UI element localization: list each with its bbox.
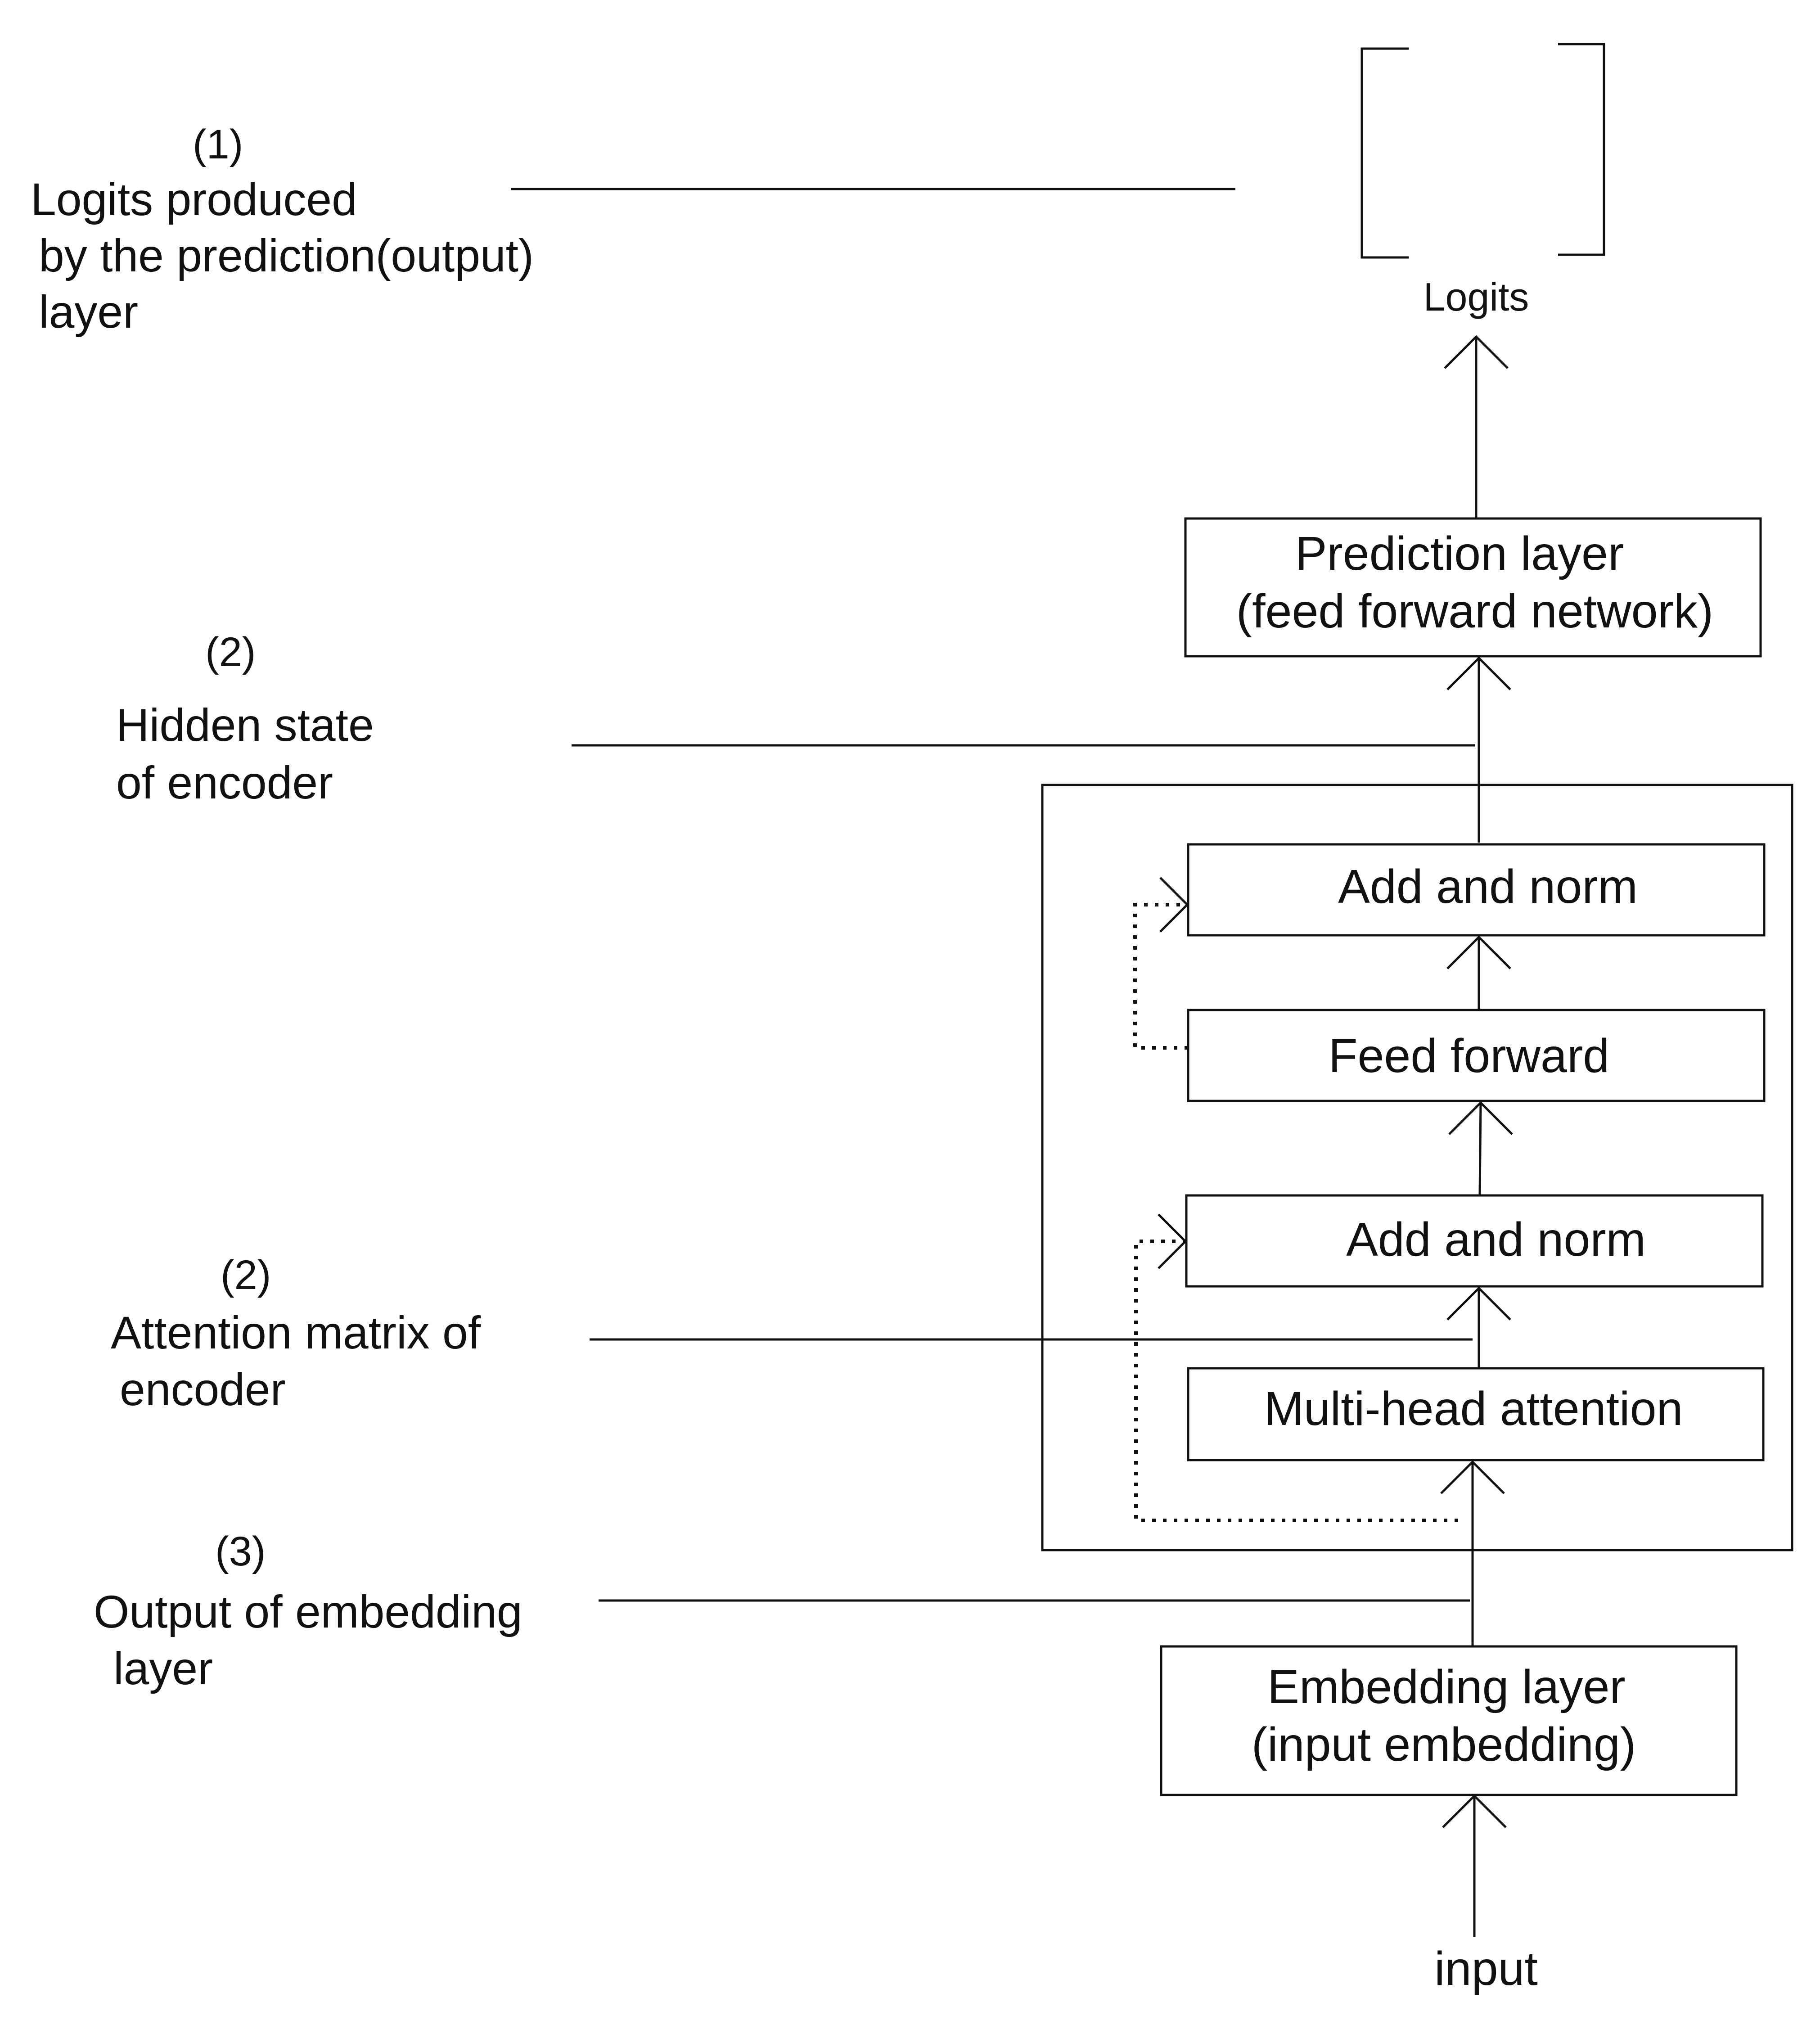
residual-connection-bottom bbox=[1134, 1213, 1458, 1522]
annotation-hidden-state-number: (2) bbox=[205, 629, 256, 675]
annotation-logits-line-2: by the prediction(output) bbox=[39, 230, 534, 281]
annotation-attention: (2) Attention matrix of encoder bbox=[111, 1252, 1473, 1415]
feed-forward-box: Feed forward bbox=[1187, 1009, 1766, 1102]
annotation-attention-number: (2) bbox=[221, 1252, 271, 1298]
embedding-layer-box: Embedding layer (input embedding) bbox=[1160, 1645, 1738, 1796]
annotation-attention-line-1: Attention matrix of bbox=[111, 1307, 481, 1358]
arrow-ff-to-addnorm-top bbox=[1446, 935, 1511, 1010]
annotation-hidden-state-line-2: of encoder bbox=[116, 757, 333, 808]
add-norm-top-box: Add and norm bbox=[1187, 843, 1766, 937]
arrow-input-to-embedding bbox=[1442, 1794, 1507, 1937]
add-norm-bottom-label: Add and norm bbox=[1346, 1213, 1646, 1266]
annotation-logits: (1) Logits produced by the prediction(ou… bbox=[31, 122, 1235, 338]
annotation-embedding-output: (3) Output of embedding layer bbox=[94, 1529, 1470, 1694]
prediction-layer-box: Prediction layer (feed forward network) bbox=[1184, 517, 1762, 658]
add-norm-top-label: Add and norm bbox=[1338, 860, 1638, 913]
embedding-layer-subtitle: (input embedding) bbox=[1252, 1718, 1636, 1771]
annotation-logits-line-3: layer bbox=[39, 286, 138, 338]
encoder-block bbox=[1041, 784, 1793, 1551]
prediction-layer-subtitle: (feed forward network) bbox=[1236, 585, 1713, 638]
annotation-attention-line-2: encoder bbox=[120, 1364, 286, 1415]
logits-bracket-left bbox=[1360, 47, 1409, 259]
prediction-layer-title: Prediction layer bbox=[1295, 527, 1624, 580]
residual-connection-top bbox=[1133, 877, 1189, 1050]
annotation-embedding-output-number: (3) bbox=[215, 1529, 266, 1574]
annotation-logits-number: (1) bbox=[193, 122, 243, 167]
input-label: input bbox=[1434, 1942, 1538, 1995]
annotation-hidden-state: (2) Hidden state of encoder bbox=[116, 629, 1475, 808]
arrow-addnorm-bottom-to-ff bbox=[1448, 1101, 1513, 1196]
annotation-logits-line-1: Logits produced bbox=[31, 174, 357, 225]
add-norm-bottom-box: Add and norm bbox=[1185, 1194, 1764, 1288]
logits-bracket-right bbox=[1558, 43, 1605, 256]
annotation-embedding-output-line-2: layer bbox=[113, 1643, 213, 1694]
arrow-prediction-to-logits bbox=[1444, 335, 1509, 519]
embedding-layer-title: Embedding layer bbox=[1267, 1660, 1625, 1713]
multi-head-attention-box: Multi-head attention bbox=[1187, 1367, 1765, 1461]
annotation-hidden-state-line-1: Hidden state bbox=[116, 699, 374, 751]
arrow-embedding-to-mha bbox=[1440, 1460, 1505, 1646]
annotation-embedding-output-line-1: Output of embedding bbox=[94, 1586, 523, 1637]
logits-output-bracket bbox=[1360, 43, 1605, 259]
arrow-encoder-to-prediction bbox=[1446, 656, 1511, 843]
multi-head-attention-label: Multi-head attention bbox=[1264, 1382, 1683, 1435]
feed-forward-label: Feed forward bbox=[1329, 1029, 1610, 1082]
logits-label: Logits bbox=[1424, 275, 1529, 319]
arrow-mha-to-addnorm-bottom bbox=[1446, 1286, 1511, 1367]
